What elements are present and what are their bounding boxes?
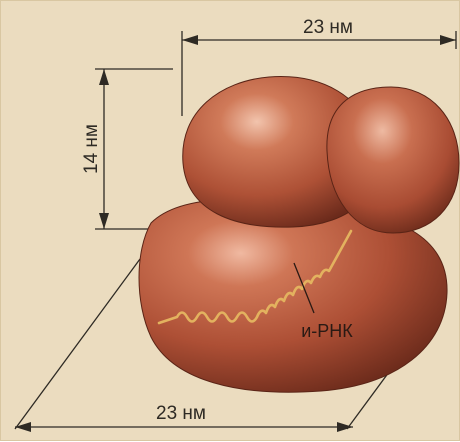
height-dimension-top-arrow — [99, 69, 109, 85]
top-dimension-label: 23 нм — [303, 17, 353, 38]
bottom-dimension-left-extension — [15, 259, 140, 429]
height-dimension-label: 14 нм — [81, 124, 102, 174]
small-subunit-right-lobe — [327, 87, 459, 233]
height-dimension-bottom-arrow — [99, 213, 109, 229]
height-dimension — [95, 69, 173, 229]
top-dimension-right-arrow — [440, 35, 456, 45]
bottom-dimension-label: 23 нм — [156, 403, 206, 424]
mrna-label: и-РНК — [301, 321, 353, 341]
bottom-dimension-left-arrow — [15, 422, 31, 432]
top-dimension-left-arrow — [182, 35, 198, 45]
